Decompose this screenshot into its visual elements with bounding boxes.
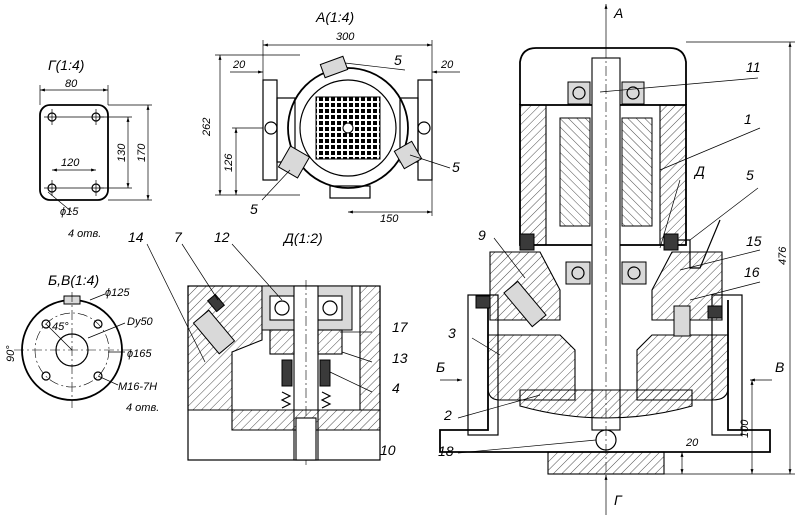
callout-11: 11: [746, 59, 761, 75]
rotor-left: [559, 117, 591, 227]
view-d-seal-detail: Д(1:2) 14 7 12 17 13: [128, 229, 409, 465]
dim-20-left: 20: [232, 59, 246, 71]
callout-4: 4: [392, 380, 400, 396]
bottom-boss: [329, 185, 371, 199]
section-marker-g: Г: [614, 492, 623, 508]
dim-262: 262: [201, 118, 213, 137]
callout-5-main: 5: [746, 167, 754, 183]
base-plate: [547, 451, 665, 475]
dim-130: 130: [116, 143, 128, 162]
callout-5-top: 5: [394, 52, 402, 68]
motor-cover: [519, 47, 687, 105]
dim-150: 150: [380, 213, 399, 225]
detail-marker-d: Д: [693, 163, 705, 179]
flange-bolt-hole: [41, 319, 51, 329]
dim-100: 100: [739, 419, 751, 438]
pump-body-circle: [287, 67, 409, 189]
side-lug: [393, 140, 423, 170]
side-lug: [277, 145, 311, 179]
suction-flange: [467, 294, 499, 436]
dim-d125: ϕ125: [105, 287, 130, 299]
view-bv-title: Б,В(1:4): [48, 272, 99, 288]
dim-170: 170: [136, 143, 148, 162]
dim-300: 300: [336, 31, 355, 43]
dim-20-right: 20: [440, 59, 454, 71]
thread-hole-count: 4 отв.: [126, 402, 159, 414]
motor-stator-right: [659, 104, 687, 246]
callout-13: 13: [392, 350, 408, 366]
callout-15: 15: [746, 233, 762, 249]
dim-476: 476: [777, 246, 789, 265]
view-bv-flange: Б,В(1:4) 45° ϕ125 Dy50 ϕ165 90° M16-7H 4…: [5, 272, 159, 414]
dim-20-main: 20: [685, 437, 699, 449]
volute-right: [636, 334, 729, 401]
view-d-title: Д(1:2): [282, 230, 323, 246]
view-g-title: Г(1:4): [48, 57, 84, 73]
callout-12: 12: [214, 229, 230, 245]
section-marker-b: Б: [436, 359, 445, 375]
callout-1: 1: [744, 111, 752, 127]
dim-d165: ϕ165: [127, 348, 152, 360]
flange-bolt-hole: [93, 371, 103, 381]
angle-90: 90°: [5, 345, 17, 362]
lifting-lug: [319, 55, 349, 79]
main-section-view: А Г Б В: [436, 3, 795, 515]
callout-14: 14: [128, 229, 144, 245]
view-a-top: А(1:4) 300 20 20 5 262 126: [201, 9, 460, 225]
callout-17: 17: [392, 319, 409, 335]
discharge-flange: [711, 294, 743, 436]
callout-16: 16: [744, 264, 760, 280]
rotor-right: [621, 117, 653, 227]
dim-126: 126: [223, 153, 235, 172]
callout-2: 2: [443, 407, 452, 423]
hole-count-note: 4 отв.: [68, 228, 101, 240]
view-g-base-plate: Г(1:4) 80 120 130 170 ϕ15 4 отв.: [39, 57, 152, 240]
drain-plug: [673, 305, 691, 337]
callout-5-right: 5: [452, 159, 460, 175]
callout-5-left: 5: [250, 201, 258, 217]
impeller: [519, 389, 693, 419]
dim-80: 80: [65, 78, 78, 90]
base-plate-outline: [39, 104, 109, 201]
motor-stator-left: [519, 104, 547, 246]
callout-18: 18: [438, 443, 454, 459]
view-a-title: А(1:4): [315, 9, 354, 25]
thread-spec: M16-7H: [118, 381, 157, 393]
inclined-fitting: [192, 309, 236, 355]
callout-9: 9: [478, 227, 486, 243]
callout-7: 7: [174, 229, 183, 245]
flange-bolt-hole: [41, 371, 51, 381]
dim-120: 120: [61, 157, 80, 169]
lantern-left: [489, 251, 561, 321]
angle-45: 45°: [52, 321, 69, 333]
inclined-plug: [503, 280, 547, 328]
dim-dn50: Dy50: [127, 316, 154, 328]
flange-bolt-hole: [93, 319, 103, 329]
callout-3: 3: [448, 325, 456, 341]
volute-left: [487, 334, 576, 401]
section-marker-v: В: [775, 359, 784, 375]
callout-10: 10: [380, 442, 396, 458]
section-marker-a: А: [613, 5, 623, 21]
dim-hole-diameter: ϕ15: [60, 206, 79, 218]
